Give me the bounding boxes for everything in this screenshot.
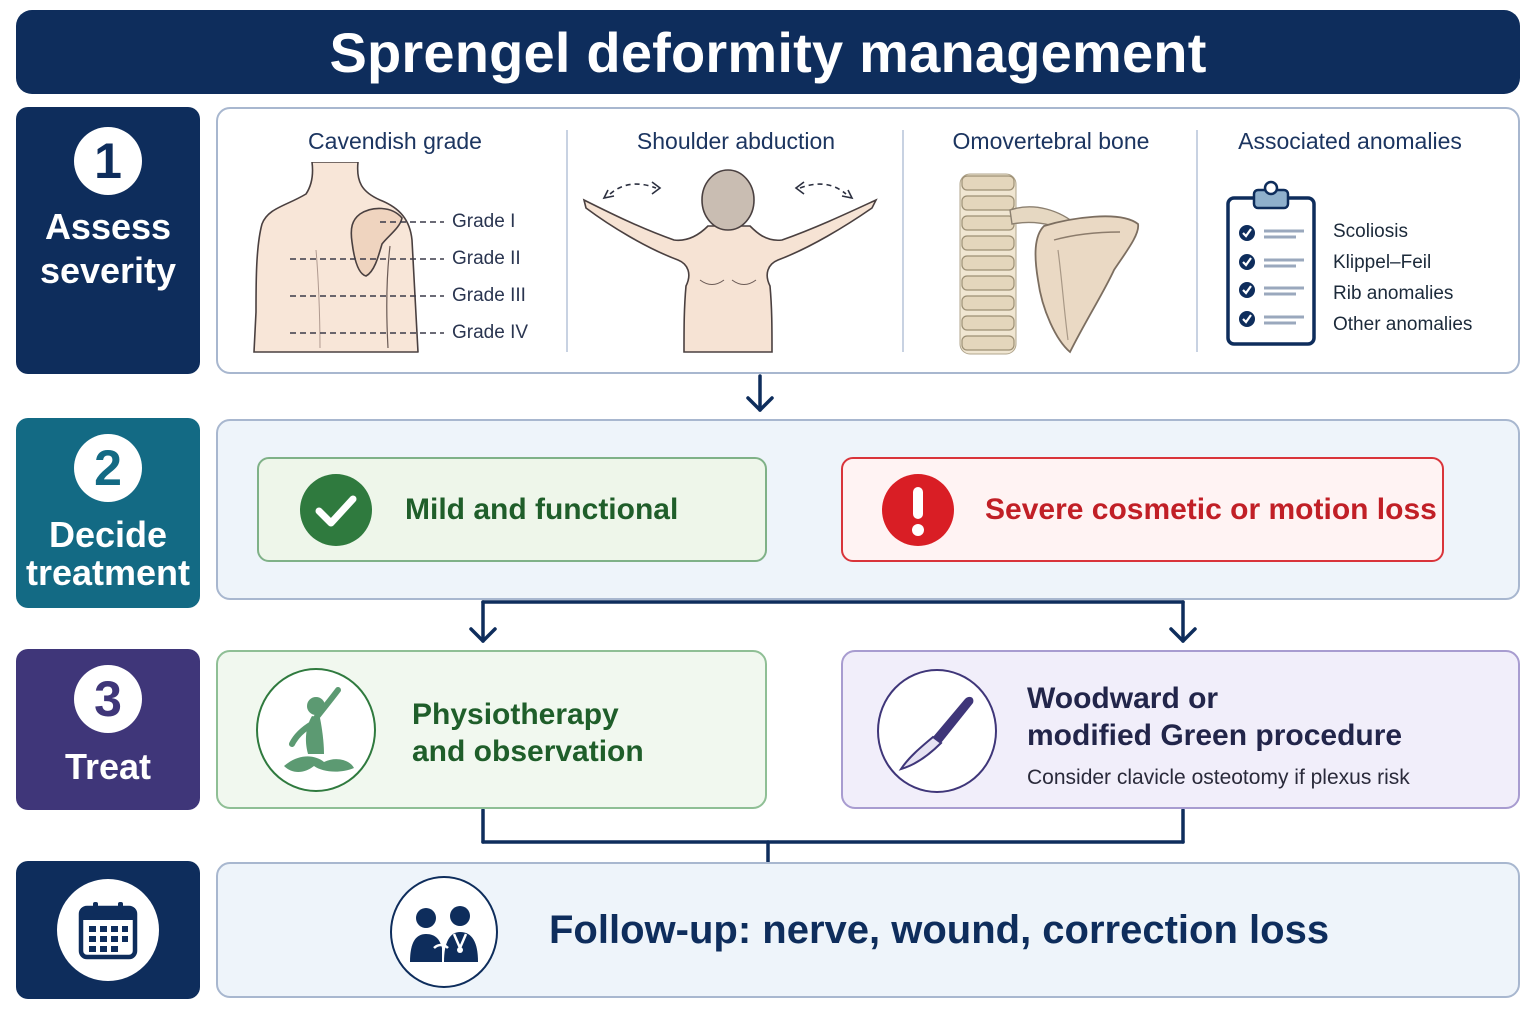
- followup-badge: [16, 861, 200, 999]
- step-1-number: 1: [74, 127, 142, 195]
- assess-divider-1: [566, 130, 568, 352]
- scalpel-icon: [898, 696, 974, 771]
- physiotherapy-icon-circle: [256, 668, 376, 792]
- assess-divider-2: [902, 130, 904, 352]
- omovertebral-title: Omovertebral bone: [952, 128, 1150, 154]
- step-1-badge: 1 Assess severity: [16, 107, 200, 374]
- anomaly-klippel-feil: Klippel–Feil: [1333, 252, 1432, 273]
- anomaly-rib: Rib anomalies: [1333, 283, 1454, 304]
- step-2-label-line1: Decide: [48, 514, 168, 555]
- grade-lines: [290, 221, 444, 334]
- calendar-icon: [78, 902, 138, 960]
- followup-panel: Follow-up: nerve, wound, correction loss: [216, 862, 1520, 998]
- abduction-title: Shoulder abduction: [636, 128, 836, 154]
- stretching-person-icon: [284, 687, 354, 772]
- step-3-number: 3: [74, 665, 142, 733]
- physiotherapy-panel: Physiotherapy and observation: [216, 650, 767, 809]
- surgery-note: Consider clavicle osteotomy if plexus ri…: [1027, 766, 1410, 789]
- severe-loss-label: Severe cosmetic or motion loss: [985, 492, 1437, 526]
- anomalies-title: Associated anomalies: [1238, 128, 1462, 154]
- page-title: Sprengel deformity management: [329, 20, 1207, 84]
- grade-3-label: Grade III: [452, 285, 526, 306]
- step-2-number: 2: [74, 434, 142, 502]
- step-1-label-line1: Assess: [44, 206, 172, 247]
- anomaly-scoliosis: Scoliosis: [1333, 221, 1408, 242]
- grade-1-label: Grade I: [452, 211, 516, 232]
- scalpel-icon-circle: [877, 669, 997, 793]
- shoulder-abduction-illustration: [582, 169, 878, 353]
- doctor-patient-icon: [410, 906, 478, 962]
- physiotherapy-line1: Physiotherapy: [412, 698, 619, 731]
- title-bar: Sprengel deformity management: [16, 10, 1520, 94]
- severe-loss-option: Severe cosmetic or motion loss: [841, 457, 1444, 562]
- surgery-panel: Woodward or modified Green procedure Con…: [841, 650, 1520, 809]
- grade-2-label: Grade II: [452, 248, 521, 269]
- assess-divider-3: [1196, 130, 1198, 352]
- cavendish-title: Cavendish grade: [308, 128, 482, 154]
- omovertebral-bone-illustration: [959, 173, 1139, 355]
- grade-4-label: Grade IV: [452, 322, 529, 343]
- physiotherapy-line2: and observation: [412, 735, 644, 768]
- clipboard-checklist-icon: [1226, 180, 1316, 346]
- alert-circle-icon: [882, 473, 954, 546]
- check-circle-icon: [300, 473, 372, 546]
- mild-functional-option: Mild and functional: [257, 457, 767, 562]
- mild-functional-label: Mild and functional: [405, 492, 679, 526]
- step-2-label-line2: treatment: [25, 552, 191, 593]
- step-3-badge: 3 Treat: [16, 649, 200, 810]
- anomaly-other: Other anomalies: [1333, 314, 1473, 335]
- surgery-line1: Woodward or: [1027, 682, 1219, 715]
- surgery-line2: modified Green procedure: [1027, 719, 1403, 752]
- calendar-icon-circle: [57, 879, 159, 981]
- followup-text: Follow-up: nerve, wound, correction loss: [549, 908, 1330, 952]
- step-2-badge: 2 Decide treatment: [16, 418, 200, 608]
- step-1-label-line2: severity: [39, 250, 177, 291]
- step-3-label: Treat: [64, 746, 152, 787]
- doctor-patient-icon-circle: [390, 876, 498, 988]
